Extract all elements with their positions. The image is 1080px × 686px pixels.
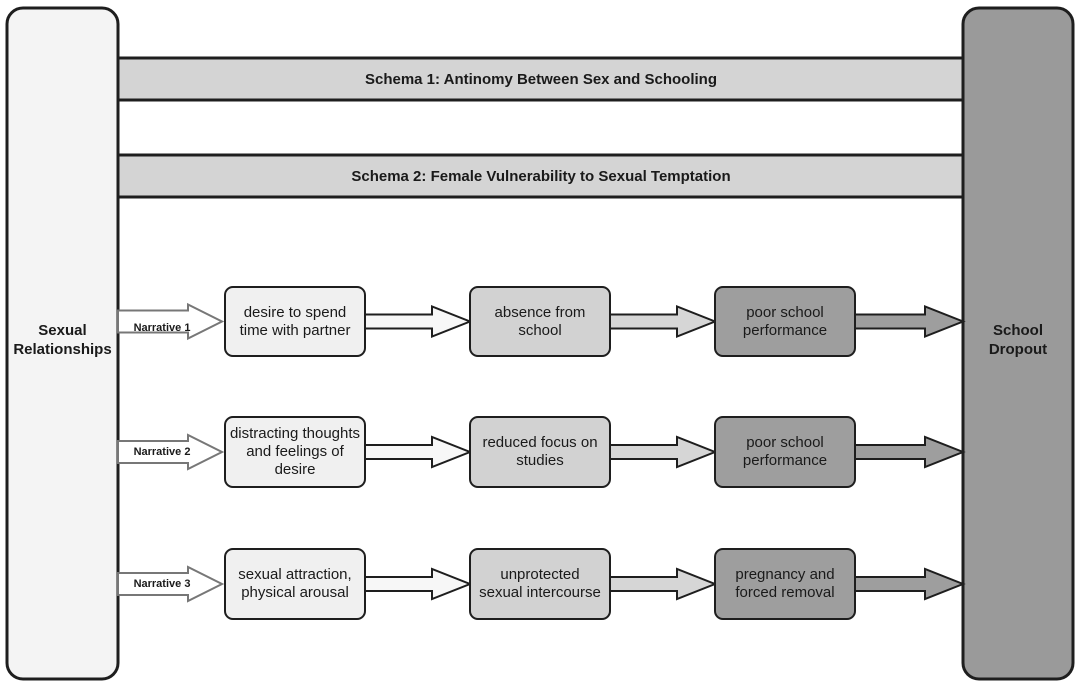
narrative-2-step-1: distracting thoughts and feelings of des… xyxy=(229,425,361,478)
schema-1-bar xyxy=(118,58,964,100)
narrative-2-step-1-box xyxy=(224,416,366,488)
narrative-3-step-3: pregnancy and forced removal xyxy=(735,566,835,601)
narrative-2-arrow-1 xyxy=(364,435,473,469)
narrative-1-step-1: desire to spend time with partner xyxy=(239,303,351,339)
narrative-3-step-3-box xyxy=(714,548,856,620)
schema-1-label: Schema 1: Antinomy Between Sex and Schoo… xyxy=(364,70,718,88)
narrative-3-arrow-1 xyxy=(364,567,473,601)
narrative-3-step-1-box xyxy=(224,548,366,620)
narrative-3-arrow-3 xyxy=(854,567,966,601)
narrative-2-step-2: reduced focus on studies xyxy=(482,434,598,469)
right-panel-label: School Dropout xyxy=(988,322,1048,358)
narrative-1-step-2-box xyxy=(469,286,611,357)
narrative-1-step-3: poor school performance xyxy=(742,303,828,339)
left-panel-label: Sexual Relationships xyxy=(13,322,112,358)
narrative-3-arrow-2 xyxy=(609,567,718,601)
narrative-1-entry-arrow xyxy=(117,302,225,341)
narrative-2-step-3-box xyxy=(714,416,856,488)
narrative-2-arrow-3 xyxy=(854,435,966,469)
narrative-1-arrow-1 xyxy=(364,305,473,338)
right-panel-box xyxy=(961,6,1075,681)
narrative-rows xyxy=(117,286,966,620)
narrative-3-step-1: sexual attraction, physical arousal xyxy=(238,566,352,601)
narrative-1-step-2: absence from school xyxy=(494,303,586,339)
schema-2-bar xyxy=(118,155,964,197)
narrative-2-arrow-2 xyxy=(609,435,718,469)
narrative-3-label: Narrative 3 xyxy=(133,578,191,590)
narrative-3-step-2-box xyxy=(469,548,611,620)
narrative-1-step-3-box xyxy=(714,286,856,357)
narrative-2-step-2-box xyxy=(469,416,611,488)
narrative-1-step-1-box xyxy=(224,286,366,357)
schema-2-label: Schema 2: Female Vulnerability to Sexual… xyxy=(351,167,731,185)
narrative-3-entry-arrow xyxy=(117,565,225,603)
narrative-1-arrow-2 xyxy=(609,305,718,338)
narrative-3-step-2: unprotected sexual intercourse xyxy=(479,566,601,601)
narrative-2-label: Narrative 2 xyxy=(133,446,191,458)
narrative-2-entry-arrow xyxy=(117,433,225,471)
left-panel-box xyxy=(5,6,120,681)
narrative-1-arrow-3 xyxy=(854,305,966,338)
narrative-1-label: Narrative 1 xyxy=(133,322,191,334)
narrative-2-step-3: poor school performance xyxy=(742,434,828,469)
